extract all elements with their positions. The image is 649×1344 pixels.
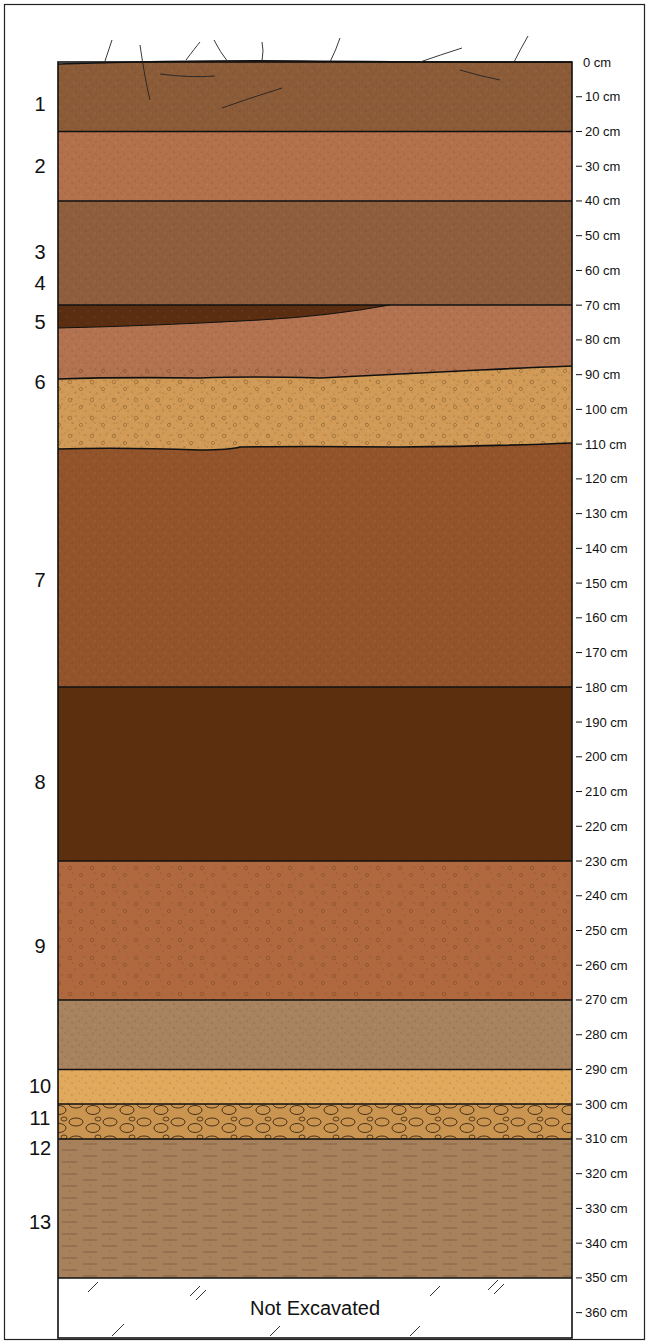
depth-tick: [576, 1208, 582, 1209]
depth-tick: [576, 756, 582, 757]
depth-label: 160 cm: [585, 610, 628, 625]
depth-label: 360 cm: [585, 1305, 628, 1320]
depth-tick: [576, 1277, 582, 1278]
depth-tick: [576, 131, 582, 132]
depth-label: 170 cm: [585, 645, 628, 660]
depth-tick: [576, 791, 582, 792]
depth-tick: [576, 444, 582, 445]
depth-label: 90 cm: [585, 367, 620, 382]
depth-label: 250 cm: [585, 923, 628, 938]
depth-tick: [576, 374, 582, 375]
layer-number: 12: [29, 1137, 51, 1160]
zone-label: Not Excavated: [246, 1297, 384, 1320]
depth-tick: [576, 687, 582, 688]
depth-tick: [576, 478, 582, 479]
layer-number: 8: [34, 771, 45, 794]
depth-label: 60 cm: [585, 263, 620, 278]
depth-tick: [576, 1243, 582, 1244]
depth-tick: [576, 826, 582, 827]
depth-tick: [576, 305, 582, 306]
depth-label: 310 cm: [585, 1131, 628, 1146]
layer-number: 11: [30, 1107, 51, 1130]
layer-number: 6: [34, 371, 45, 394]
depth-tick: [576, 652, 582, 653]
depth-label: 300 cm: [585, 1097, 628, 1112]
depth-label: 220 cm: [585, 819, 628, 834]
depth-label: 230 cm: [585, 854, 628, 869]
depth-label: 110 cm: [585, 437, 627, 452]
depth-tick: [576, 1034, 582, 1035]
unexcavated-zone: Not Excavated: [58, 1279, 572, 1338]
layer-number: 13: [29, 1211, 51, 1234]
depth-label: 0 cm: [583, 55, 611, 70]
depth-tick: [576, 1104, 582, 1105]
layer-number: 10: [29, 1075, 51, 1098]
depth-tick: [576, 96, 582, 97]
layer-number: 2: [34, 155, 45, 178]
depth-tick: [576, 583, 582, 584]
depth-tick: [576, 617, 582, 618]
depth-label: 30 cm: [585, 159, 620, 174]
depth-label: 200 cm: [585, 749, 628, 764]
depth-label: 140 cm: [585, 541, 628, 556]
depth-tick: [576, 1138, 582, 1139]
depth-label: 320 cm: [585, 1166, 628, 1181]
depth-label: 100 cm: [585, 402, 628, 417]
depth-tick: [576, 722, 582, 723]
depth-label: 80 cm: [585, 332, 620, 347]
depth-label: 150 cm: [585, 576, 628, 591]
depth-tick: [576, 409, 582, 410]
layer-number: 7: [34, 569, 45, 592]
depth-label: 190 cm: [585, 715, 628, 730]
depth-tick: [576, 1312, 582, 1313]
depth-tick: [576, 235, 582, 236]
layer-number: 5: [34, 311, 45, 334]
depth-tick: [576, 548, 582, 549]
layer-number: 4: [34, 272, 45, 295]
depth-tick: [576, 200, 582, 201]
depth-label: 260 cm: [585, 958, 628, 973]
depth-tick: [576, 930, 582, 931]
depth-label: 350 cm: [585, 1270, 628, 1285]
depth-label: 340 cm: [585, 1236, 628, 1251]
depth-label: 330 cm: [585, 1201, 628, 1216]
layer-number: 1: [34, 93, 45, 116]
depth-label: 180 cm: [585, 680, 628, 695]
depth-tick: [576, 861, 582, 862]
depth-label: 210 cm: [585, 784, 628, 799]
depth-tick: [576, 895, 582, 896]
depth-tick: [576, 1173, 582, 1174]
depth-tick: [576, 513, 582, 514]
depth-tick: [576, 166, 582, 167]
depth-label: 70 cm: [585, 298, 620, 313]
depth-label: 270 cm: [585, 992, 628, 1007]
depth-label: 130 cm: [585, 506, 628, 521]
depth-label: 290 cm: [585, 1062, 628, 1077]
depth-tick: [576, 965, 582, 966]
layer-number: 9: [34, 935, 45, 958]
depth-tick: [576, 339, 582, 340]
depth-label: 10 cm: [585, 89, 620, 104]
depth-tick: [576, 999, 582, 1000]
depth-label: 120 cm: [585, 471, 628, 486]
depth-label: 50 cm: [585, 228, 620, 243]
depth-label: 40 cm: [585, 193, 620, 208]
depth-tick: [576, 1069, 582, 1070]
depth-tick: [576, 270, 582, 271]
depth-label: 240 cm: [585, 888, 628, 903]
depth-label: 20 cm: [585, 124, 620, 139]
depth-label: 280 cm: [585, 1027, 628, 1042]
layer-number: 3: [34, 241, 45, 264]
